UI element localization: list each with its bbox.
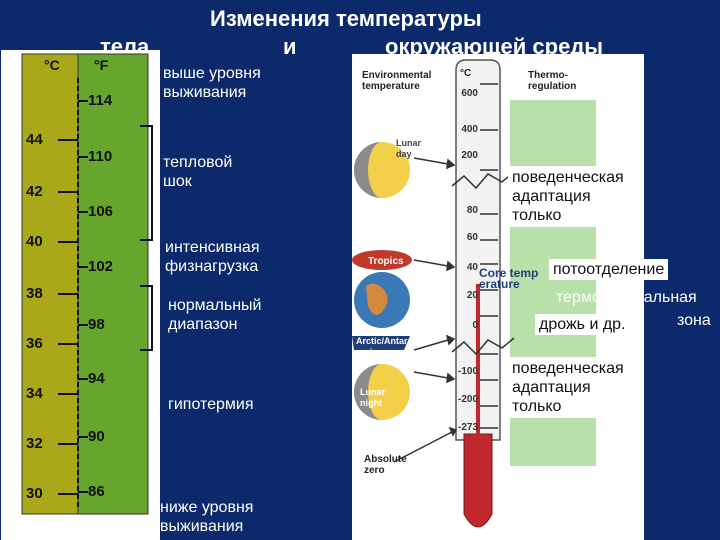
environment-scale-label: 40 [466, 262, 478, 273]
zone-hypothermia: гипотермия [168, 396, 254, 413]
body-temperature-scale [1, 50, 160, 540]
fahrenheit-tick-label: 94 [88, 370, 105, 387]
thermoneutral-zone-word-1: термонейтральная [556, 289, 697, 306]
celsius-tick-label: 42 [26, 183, 43, 200]
fahrenheit-tick-label: 90 [88, 428, 105, 445]
environment-scale-label: 200 [461, 150, 478, 161]
zone-intense-exercise: интенсивная физнагрузка [165, 239, 260, 275]
behavioral-adaptation-top: поведенческая адаптация только [508, 166, 628, 227]
zone-normal-range: нормальный диапазон [168, 297, 262, 333]
celsius-tick-label: 30 [26, 485, 43, 502]
tropics-label: Tropics [368, 256, 404, 267]
environment-scale-label: 400 [461, 124, 478, 135]
celsius-unit: °C [44, 57, 60, 73]
celsius-tick-label: 40 [26, 233, 43, 250]
fahrenheit-tick-label: 86 [88, 483, 105, 500]
environment-scale-label: 60 [466, 232, 478, 243]
fahrenheit-tick-label: 106 [88, 203, 114, 220]
thermoneutral-zone-word-2: зона [677, 312, 711, 329]
zone-below-survival: ниже уровня выживания [160, 499, 254, 535]
environment-scale-label: 0 [472, 320, 478, 331]
environment-scale-label: 20 [466, 290, 478, 301]
title-line-1: Изменения температуры [210, 6, 482, 31]
core-temperature-label: Core temp erature [479, 266, 539, 291]
zone-above-survival: выше уровня выживания [163, 65, 261, 101]
celsius-tick-label: 44 [26, 131, 43, 148]
fahrenheit-tick-label: 102 [88, 258, 114, 275]
fahrenheit-tick-label: 98 [88, 316, 105, 333]
environmental-temperature-label: Environmental temperature [362, 70, 432, 92]
environment-scale-label: 80 [466, 205, 478, 216]
fahrenheit-tick-label: 114 [88, 92, 113, 109]
celsius-tick-label: 38 [26, 285, 43, 302]
environment-scale-label: -200 [457, 394, 478, 405]
celsius-tick-label: 36 [26, 335, 43, 352]
lunar-night-label: Lunar night [360, 387, 386, 408]
environment-scale-label: 600 [461, 88, 478, 99]
zone-heat-shock: тепловой шок [163, 154, 233, 190]
celsius-tick-label: 34 [26, 385, 43, 402]
sweating-label: потоотделение [549, 259, 669, 280]
absolute-zero-label: Absolute zero [364, 454, 407, 476]
environment-scale-label: -273 [457, 422, 478, 433]
fahrenheit-unit: °F [94, 57, 109, 73]
behavioral-adaptation-bottom: поведенческая адаптация только [508, 357, 628, 418]
title-and-word: и [283, 34, 297, 59]
thermoregulation-label: Thermo- regulation [528, 70, 577, 92]
arctic-label: Arctic/Antarctic region [356, 336, 424, 357]
celsius-unit-right: °C [460, 68, 472, 79]
shivering-label: дрожь и др. [535, 314, 630, 335]
fahrenheit-tick-label: 110 [88, 148, 113, 165]
zone-brackets [140, 125, 153, 351]
celsius-tick-label: 32 [26, 435, 43, 452]
environment-scale-label: -100 [457, 366, 478, 377]
lunar-day-label: Lunar day [396, 138, 422, 159]
